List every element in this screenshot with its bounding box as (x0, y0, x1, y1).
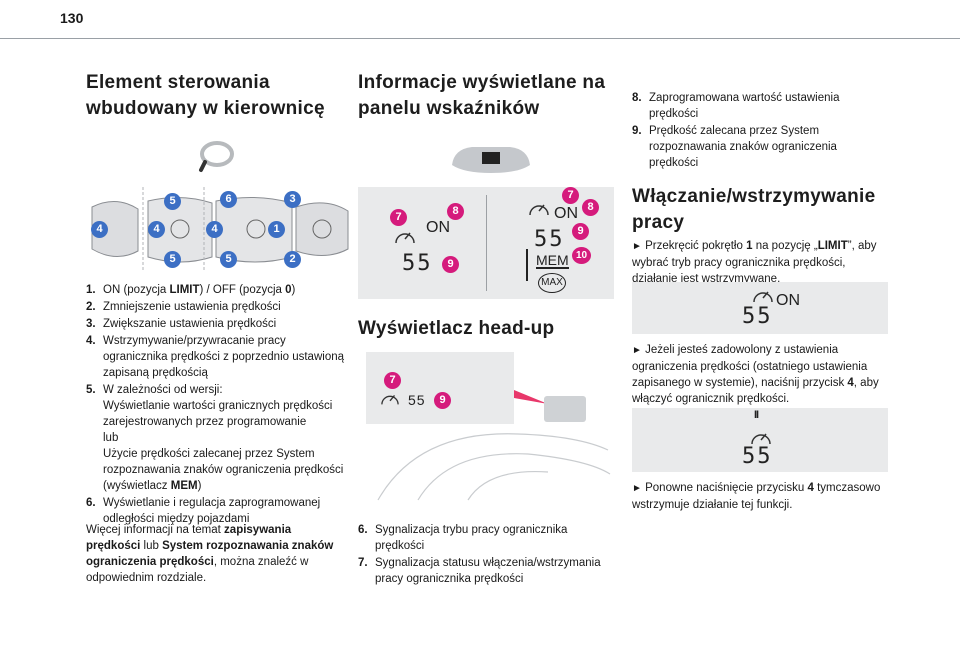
head-up-display-list: 6.Sygnalizacja trybu pracy ogranicznika … (358, 522, 614, 588)
fig-badge-5a: 5 (164, 193, 181, 210)
list-item: 9.Prędkość zalecana przez System rozpozn… (632, 125, 837, 169)
panel-badge-8a: 8 (447, 203, 464, 220)
column-steering-control: Element sterowania wbudowany w kierownic… (86, 70, 356, 584)
list-item: 6.Sygnalizacja trybu pracy ogranicznika … (358, 524, 568, 552)
fig-badge-6: 6 (220, 191, 237, 208)
panel-max-label: MAX (538, 273, 566, 293)
panel-badge-8b: 8 (582, 199, 599, 216)
activation-figure-on: ON 55 (632, 282, 888, 334)
see-more-note: Więcej informacji na temat zapisywania p… (86, 524, 334, 584)
speedometer-icon (753, 291, 773, 303)
speedometer-icon (395, 232, 415, 244)
panel-speed-dashes-right: 55 (534, 227, 565, 252)
instrument-panel-figure: ON 55 7 8 9 ON 55 MEM MAX 7 8 9 10 (358, 187, 614, 299)
list-item: 4.Wstrzymywanie/przywracanie pracy ogran… (86, 335, 345, 379)
heading-activation: Włączanie/wstrzymywanie pracy (632, 186, 876, 233)
fig-badge-5b: 5 (164, 251, 181, 268)
step-press-again: ► Ponowne naciśnięcie przycisku 4 tymcza… (632, 482, 881, 511)
panel-mem-label: MEM (536, 252, 569, 269)
fig-badge-4c: 4 (206, 221, 223, 238)
panel-badge-9a: 9 (442, 256, 459, 273)
fig-badge-5c: 5 (220, 251, 237, 268)
list-item: 1.ON (pozycja LIMIT) / OFF (pozycja 0) (86, 284, 296, 296)
fig-badge-2: 2 (284, 251, 301, 268)
speedometer-icon (529, 204, 549, 216)
list-item: 3.Zwiększanie ustawienia prędkości (86, 318, 277, 330)
panel-badge-7a: 7 (390, 209, 407, 226)
step-press-button-4: ► Jeżeli jesteś zadowolony z ustawienia … (632, 344, 879, 405)
instrument-panel-icon (452, 147, 530, 173)
speedometer-icon (751, 433, 771, 445)
heading-steering-control: Element sterowania wbudowany w kierownic… (86, 72, 325, 119)
fig-badge-4a: 4 (91, 221, 108, 238)
steering-control-drawing (91, 187, 349, 272)
panel-on-label-right: ON (554, 205, 578, 222)
list-item: 8.Zaprogramowana wartość ustawienia pręd… (632, 92, 840, 120)
fig1-on-label: ON (776, 292, 800, 309)
steering-control-list: 1.ON (pozycja LIMIT) / OFF (pozycja 0) 2… (86, 282, 348, 528)
panel-speed-dashes: 55 (402, 251, 433, 276)
steering-wheel-icon (199, 141, 234, 172)
pause-icon: II (754, 409, 759, 421)
list-item: 7.Sygnalizacja statusu włączenia/wstrzym… (358, 557, 601, 585)
step-turn-knob: ► Przekręcić pokrętło 1 na pozycję „LIMI… (632, 240, 877, 285)
hud-dashboard-drawing (377, 390, 611, 501)
list-item: 5.W zależności od wersji:Wyświetlanie wa… (86, 384, 344, 492)
panel-badge-7b: 7 (562, 187, 579, 204)
activation-figure-paused: II 55 (632, 408, 888, 472)
steering-control-figure: 5 6 3 4 4 4 1 5 5 2 (86, 187, 356, 272)
heading-head-up-display: Wyświetlacz head-up (358, 318, 555, 339)
column-activation: 8.Zaprogramowana wartość ustawienia pręd… (632, 90, 902, 511)
panel-badge-10: 10 (572, 247, 591, 264)
display-items-list: 8.Zaprogramowana wartość ustawienia pręd… (632, 90, 882, 171)
fig2-speed-dashes: 55 (742, 444, 773, 469)
hud-badge-7: 7 (384, 372, 401, 389)
hud-badge-9: 9 (434, 392, 451, 409)
panel-on-label: ON (426, 219, 450, 236)
fig1-speed-dashes: 55 (742, 304, 773, 329)
fig-badge-1: 1 (268, 221, 285, 238)
head-up-display-figure: 55 7 9 (358, 350, 614, 510)
hud-panel: 55 7 9 (366, 352, 514, 424)
column-instrument-panel: Informacje wyświetlane na panelu wskaźni… (358, 70, 628, 585)
top-rule (0, 38, 960, 39)
fig-badge-4b: 4 (148, 221, 165, 238)
list-item: 6.Wyświetlanie i regulacja zaprogramowan… (86, 497, 321, 525)
speedometer-icon (381, 394, 399, 405)
page-number: 130 (60, 10, 84, 26)
fig-badge-3: 3 (284, 191, 301, 208)
list-item: 2.Zmniejszenie ustawienia prędkości (86, 301, 281, 313)
heading-instrument-panel: Informacje wyświetlane na panelu wskaźni… (358, 72, 606, 119)
hud-speed-dashes: 55 (408, 392, 426, 408)
panel-badge-9b: 9 (572, 223, 589, 240)
